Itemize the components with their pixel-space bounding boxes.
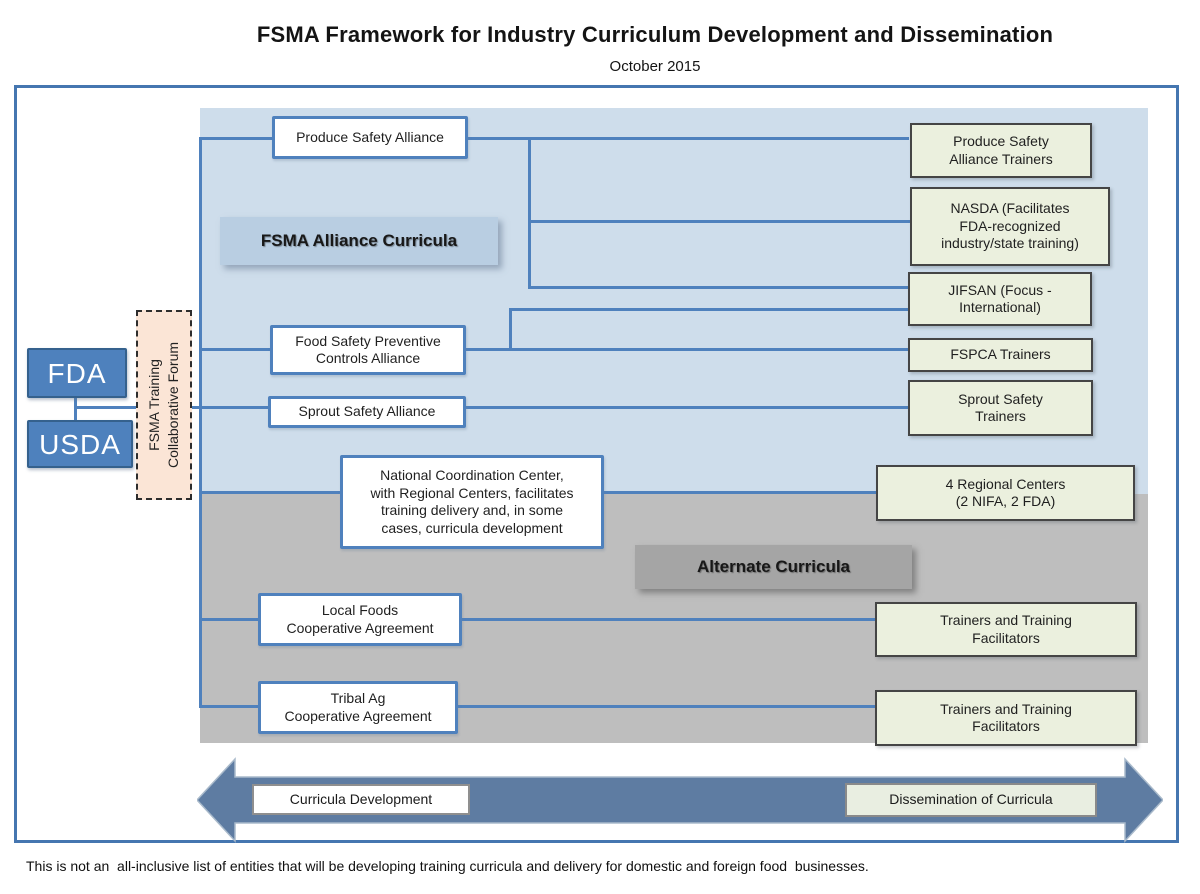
fsma-training-collaborative-forum: FSMA Training Collaborative Forum [136, 310, 192, 500]
page-subtitle: October 2015 [609, 58, 701, 75]
page-title: FSMA Framework for Industry Curriculum D… [256, 22, 1054, 47]
trainers-facilitators-node-2: Trainers and Training Facilitators [875, 690, 1137, 746]
tribal-ag-node: Tribal Ag Cooperative Agreement [258, 681, 458, 734]
jifsan-node: JIFSAN (Focus - International) [908, 272, 1092, 326]
sprout-trainers-node: Sprout Safety Trainers [908, 380, 1093, 436]
connector-nasda [528, 220, 911, 223]
connector-sprout [74, 406, 909, 409]
connector-tribal-ag [199, 705, 877, 708]
usda-node: USDA [27, 420, 133, 468]
regional-centers-node: 4 Regional Centers (2 NIFA, 2 FDA) [876, 465, 1135, 521]
connector-produce-safety [199, 137, 909, 140]
national-coordination-center-node: National Coordination Center, with Regio… [340, 455, 604, 549]
sprout-safety-alliance-node: Sprout Safety Alliance [268, 396, 466, 428]
alternate-curricula-label: Alternate Curricula [635, 545, 912, 589]
connector-local-foods [199, 618, 877, 621]
connector-fspca [199, 348, 909, 351]
fda-node: FDA [27, 348, 127, 398]
connector-jifsan-from-psa [528, 286, 909, 289]
psa-trainers-node: Produce Safety Alliance Trainers [910, 123, 1092, 178]
nasda-node: NASDA (Facilitates FDA-recognized indust… [910, 187, 1110, 266]
fspca-trainers-node: FSPCA Trainers [908, 338, 1093, 372]
forum-rotated-label: FSMA Training Collaborative Forum [146, 341, 181, 469]
connector-psa-branch [528, 137, 531, 289]
footnote: This is not an all-inclusive list of ent… [26, 858, 869, 874]
fspca-node: Food Safety Preventive Controls Alliance [270, 325, 466, 375]
curricula-development-label: Curricula Development [252, 784, 470, 815]
connector-fda-usda [74, 396, 77, 422]
produce-safety-alliance-node: Produce Safety Alliance [272, 116, 468, 159]
dissemination-of-curricula-label: Dissemination of Curricula [845, 783, 1097, 817]
connector-fspca-riser [509, 308, 512, 351]
local-foods-node: Local Foods Cooperative Agreement [258, 593, 462, 646]
connector-jifsan-from-fspca [509, 308, 909, 311]
connector-trunk [199, 137, 202, 708]
trainers-facilitators-node-1: Trainers and Training Facilitators [875, 602, 1137, 657]
fsma-alliance-curricula-label: FSMA Alliance Curricula [220, 217, 498, 265]
